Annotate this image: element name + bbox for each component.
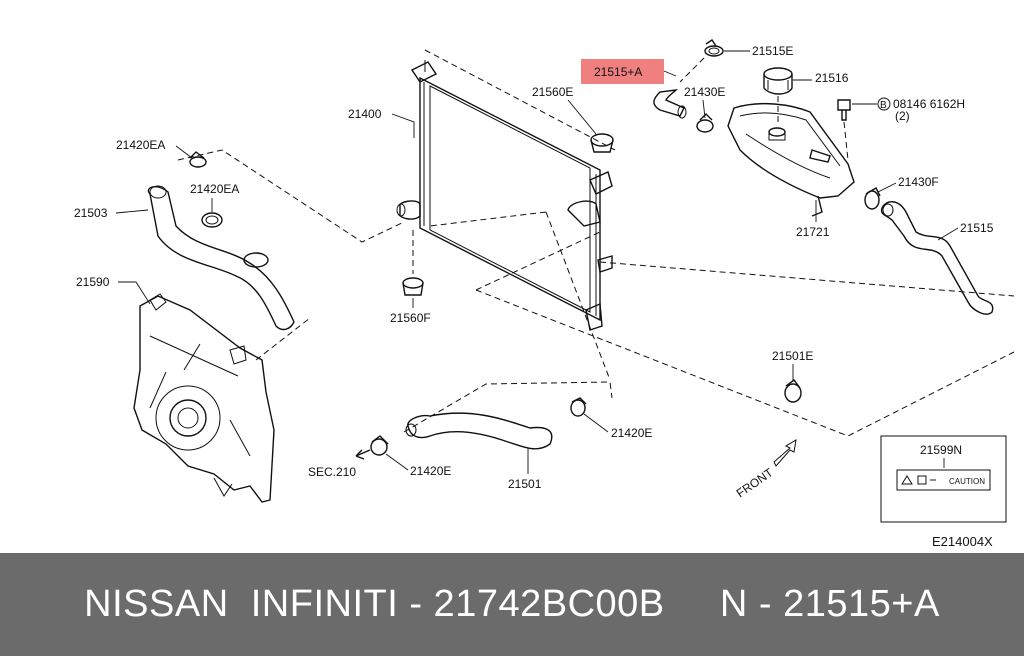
clamp-21501E (784, 379, 802, 403)
fan-shroud-21590 (133, 293, 275, 503)
radiator-21400 (396, 60, 613, 331)
parts-diagram: 21515+A 21400 21560E 21560F (74, 39, 1015, 549)
callout-21400[interactable]: 21400 (348, 107, 382, 121)
footer-title: NISSAN INFINITI - 21742BC00B N - 21515+A (84, 583, 940, 625)
callout-21560E[interactable]: 21560E (532, 85, 573, 99)
leader-21430F (877, 182, 897, 193)
hose-21515A (653, 89, 687, 119)
hose-21515 (880, 201, 994, 315)
callout-21515A[interactable]: 21515+A (594, 65, 642, 79)
leader-21430E (702, 99, 706, 119)
front-arrow (773, 439, 797, 467)
grommet-21560F (402, 277, 424, 296)
callout-08146-mark: B (880, 100, 887, 111)
callout-21501[interactable]: 21501 (508, 477, 542, 491)
callout-08146[interactable]: 08146 6162H (893, 97, 965, 111)
callout-21420E-a[interactable]: 21420E (611, 426, 652, 440)
dash-08146 (843, 121, 849, 161)
clamp-21420E-right (570, 397, 587, 417)
leader-21503 (115, 209, 149, 214)
hose-21501 (405, 412, 553, 450)
callout-21430F[interactable]: 21430F (898, 175, 939, 189)
caution-label (896, 469, 991, 491)
callout-21501E[interactable]: 21501E (772, 349, 813, 363)
callout-21599N[interactable]: 21599N (920, 443, 962, 457)
clamp-21420EA-upper (189, 151, 207, 168)
dash-box-lower-right (475, 231, 1015, 437)
clamp-21430E (696, 113, 714, 133)
callout-08146-qty: (2) (895, 109, 910, 123)
grommet-21560E (590, 133, 614, 153)
clamp-21430F (864, 187, 881, 210)
clamp-21420EA-lower (201, 212, 223, 228)
sec210-arrow (355, 449, 371, 460)
callout-sec210[interactable]: SEC.210 (308, 465, 356, 479)
caution-text: CAUTION (949, 477, 985, 486)
callout-21420EA-b[interactable]: 21420EA (190, 182, 239, 196)
caution-symbols (901, 475, 936, 485)
callout-21516[interactable]: 21516 (815, 71, 849, 85)
leader-21560E (567, 99, 597, 135)
callout-front: FRONT (734, 465, 776, 501)
footer-bar: NISSAN INFINITI - 21742BC00B N - 21515+A (0, 553, 1024, 656)
leader-21420E-b (385, 453, 409, 471)
clamp-21515E (704, 39, 724, 57)
callout-21420E-b[interactable]: 21420E (410, 464, 451, 478)
callout-21503[interactable]: 21503 (74, 206, 108, 220)
reservoir-tank-21721 (727, 103, 855, 217)
label-box-21599N (880, 435, 1007, 523)
bolt-marker-circle (877, 97, 891, 111)
leader-21590 (118, 281, 151, 305)
callout-21420EA-a[interactable]: 21420EA (116, 138, 165, 152)
leader-21400 (391, 113, 415, 138)
leader-21515A (663, 70, 677, 77)
callout-21560F[interactable]: 21560F (390, 311, 431, 325)
callout-21721[interactable]: 21721 (796, 225, 830, 239)
hose-21503 (147, 185, 295, 331)
leader-21515 (937, 227, 959, 241)
figure-id: E214004X (932, 534, 993, 549)
callout-21430E[interactable]: 21430E (684, 85, 725, 99)
leader-21420EA-a (175, 145, 193, 159)
cap-21516 (763, 67, 793, 95)
dash-box-upper-left (177, 149, 547, 361)
callout-21515E[interactable]: 21515E (752, 44, 793, 58)
bolt-08146 (837, 99, 851, 121)
highlight-box-21515A (581, 59, 664, 84)
leader-21420E-a (583, 413, 609, 433)
clamp-21420E-left (370, 435, 389, 456)
dash-21515E (679, 57, 705, 83)
callout-21590[interactable]: 21590 (76, 275, 110, 289)
callout-21515[interactable]: 21515 (960, 221, 994, 235)
dash-radiator-box (424, 49, 616, 151)
